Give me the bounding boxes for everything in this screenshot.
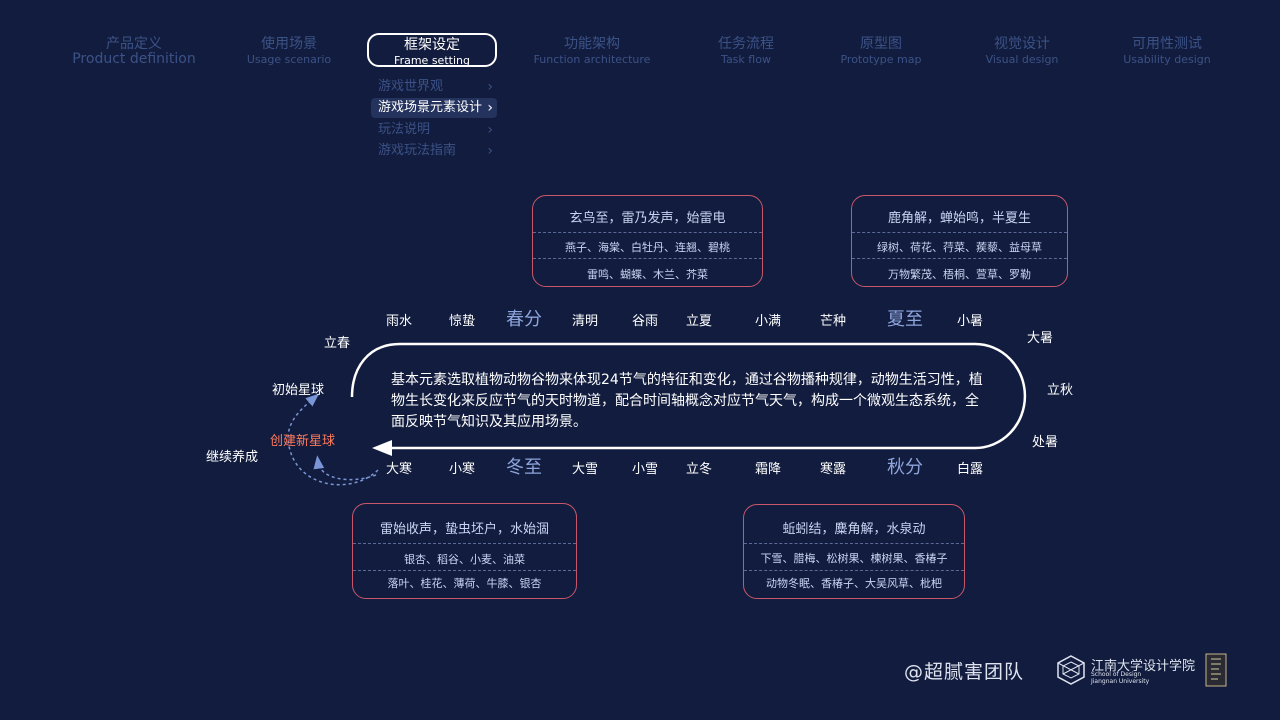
solar-term-lichun: 立春 <box>324 336 351 351</box>
nav-label: 可用性测试 <box>1132 36 1202 52</box>
box-line: 动物冬眠、香椿子、大吴风草、枇杷 <box>766 577 942 590</box>
nav-sublabel: Frame setting <box>394 54 470 67</box>
solar-term: 小寒 <box>448 462 476 477</box>
solar-term-liqiu: 立秋 <box>1047 383 1074 398</box>
nav-usage-scenario[interactable]: 使用场景 Usage scenario <box>240 36 338 66</box>
solar-term-highlight: 春分 <box>506 309 542 330</box>
solar-term: 雨水 <box>385 314 413 329</box>
nav-label: 原型图 <box>860 36 902 52</box>
box-title: 鹿角解，蝉始鸣，半夏生 <box>887 211 1031 226</box>
season-cycle-path <box>350 342 1027 456</box>
solar-term: 惊蛰 <box>448 314 476 329</box>
nav-sublabel: Usability design <box>1123 53 1211 66</box>
solar-term-chushu: 处暑 <box>1032 435 1059 450</box>
divider <box>852 258 1067 259</box>
solar-term: 小雪 <box>631 462 659 477</box>
submenu-label: 游戏场景元素设计 <box>378 100 483 115</box>
create-planet-label: 创建新星球 <box>270 434 336 449</box>
continue-nurture-label: 继续养成 <box>206 450 259 465</box>
seal-stamp-icon <box>1205 653 1227 687</box>
solar-term: 大寒 <box>385 462 413 477</box>
solar-term: 白露 <box>956 462 984 477</box>
divider <box>852 232 1067 233</box>
solar-term: 霜降 <box>754 462 782 477</box>
nav-label: 视觉设计 <box>994 36 1050 52</box>
submenu-label: 游戏世界观 <box>378 79 444 94</box>
submenu-item-guide[interactable]: 游戏玩法指南 › <box>371 141 497 161</box>
nav-sublabel: Usage scenario <box>246 53 332 66</box>
solar-term-highlight: 夏至 <box>887 309 923 330</box>
box-title: 蚯蚓结，麋角解，水泉动 <box>782 522 926 537</box>
solar-term-highlight: 冬至 <box>506 457 542 478</box>
divider <box>533 232 762 233</box>
nav-label: 产品定义 <box>106 36 162 52</box>
nav-sublabel: Product definition <box>72 51 196 67</box>
winter-info-box: 雷始收声，蛰虫坯户，水始涸 银杏、稻谷、小麦、油菜 落叶、桂花、薄荷、牛膝、银杏 <box>352 503 577 599</box>
chevron-right-icon: › <box>487 143 493 159</box>
school-name-en-1: School of Design <box>1091 671 1142 678</box>
nav-sublabel: Function architecture <box>533 53 651 66</box>
box-line: 万物繁茂、梧桐、萱草、罗勒 <box>888 268 1031 281</box>
nav-prototype-map[interactable]: 原型图 Prototype map <box>836 36 926 66</box>
solar-term-highlight: 秋分 <box>887 457 923 478</box>
nav-label: 使用场景 <box>261 36 317 52</box>
solar-term: 小满 <box>754 314 782 329</box>
box-line: 绿树、荷花、荇菜、蒺藜、益母草 <box>877 241 1042 254</box>
nav-sublabel: Task flow <box>721 53 771 66</box>
divider <box>533 258 762 259</box>
nav-product-definition[interactable]: 产品定义 Product definition <box>70 36 198 66</box>
box-line: 雷鸣、蝴蝶、木兰、芥菜 <box>587 268 708 281</box>
nav-label: 功能架构 <box>564 36 620 52</box>
team-logo-text: @超腻害团队 <box>904 661 1025 683</box>
nav-task-flow[interactable]: 任务流程 Task flow <box>706 36 786 66</box>
chevron-right-icon: › <box>487 122 493 138</box>
box-line: 落叶、桂花、薄荷、牛膝、银杏 <box>387 577 542 590</box>
description-text: 基本元素选取植物动物谷物来体现24节气的特征和变化，通过谷物播种规律，动物生活习… <box>391 372 983 430</box>
nav-label: 任务流程 <box>718 36 774 52</box>
submenu-label: 游戏玩法指南 <box>378 143 457 158</box>
school-name-cn: 江南大学设计学院 <box>1091 659 1196 674</box>
nav-visual-design[interactable]: 视觉设计 Visual design <box>982 36 1062 66</box>
nav-sublabel: Visual design <box>985 53 1059 66</box>
submenu-item-scene-elements[interactable]: 游戏场景元素设计 › <box>371 98 497 118</box>
solar-term: 小暑 <box>956 314 984 329</box>
solar-term: 清明 <box>571 314 599 329</box>
solar-term: 立冬 <box>685 462 713 477</box>
solar-term: 寒露 <box>819 462 847 477</box>
divider <box>744 570 964 571</box>
submenu-item-gameplay[interactable]: 玩法说明 › <box>371 120 497 140</box>
divider <box>353 570 576 571</box>
nav-sublabel: Prototype map <box>840 53 922 66</box>
box-line: 燕子、海棠、白牡丹、连翘、碧桃 <box>565 241 730 254</box>
school-logo-icon <box>1057 655 1085 685</box>
box-title: 玄鸟至，雷乃发声，始雷电 <box>569 211 726 226</box>
nav-label: 框架设定 <box>404 37 460 53</box>
school-name-en-2: Jiangnan University <box>1091 678 1150 685</box>
initial-planet-label: 初始星球 <box>272 383 325 398</box>
divider <box>353 543 576 544</box>
spring-info-box: 玄鸟至，雷乃发声，始雷电 燕子、海棠、白牡丹、连翘、碧桃 雷鸣、蝴蝶、木兰、芥菜 <box>532 195 763 287</box>
solar-term: 大雪 <box>571 462 599 477</box>
box-line: 下雪、腊梅、松树果、楝树果、香椿子 <box>760 552 948 565</box>
chevron-right-icon: › <box>487 79 493 95</box>
solar-term: 谷雨 <box>631 314 659 329</box>
summer-info-box: 鹿角解，蝉始鸣，半夏生 绿树、荷花、荇菜、蒺藜、益母草 万物繁茂、梧桐、萱草、罗… <box>851 195 1068 287</box>
solar-term: 芒种 <box>819 314 847 329</box>
planet-loop-outer <box>287 393 379 486</box>
solar-term: 立夏 <box>685 314 713 329</box>
autumn-info-box: 蚯蚓结，麋角解，水泉动 下雪、腊梅、松树果、楝树果、香椿子 动物冬眠、香椿子、大… <box>743 504 965 599</box>
box-line: 银杏、稻谷、小麦、油菜 <box>404 553 525 566</box>
submenu-label: 玩法说明 <box>378 122 431 137</box>
chevron-right-icon: › <box>487 100 493 116</box>
nav-function-architecture[interactable]: 功能架构 Function architecture <box>528 36 656 66</box>
solar-term-dashu: 大暑 <box>1027 331 1054 346</box>
submenu-item-worldview[interactable]: 游戏世界观 › <box>371 77 497 97</box>
nav-usability-design[interactable]: 可用性测试 Usability design <box>1117 36 1217 66</box>
nav-frame-setting[interactable]: 框架设定 Frame setting <box>367 33 497 67</box>
divider <box>744 543 964 544</box>
planet-loop-inner <box>313 455 377 481</box>
box-title: 雷始收声，蛰虫坯户，水始涸 <box>379 522 549 537</box>
